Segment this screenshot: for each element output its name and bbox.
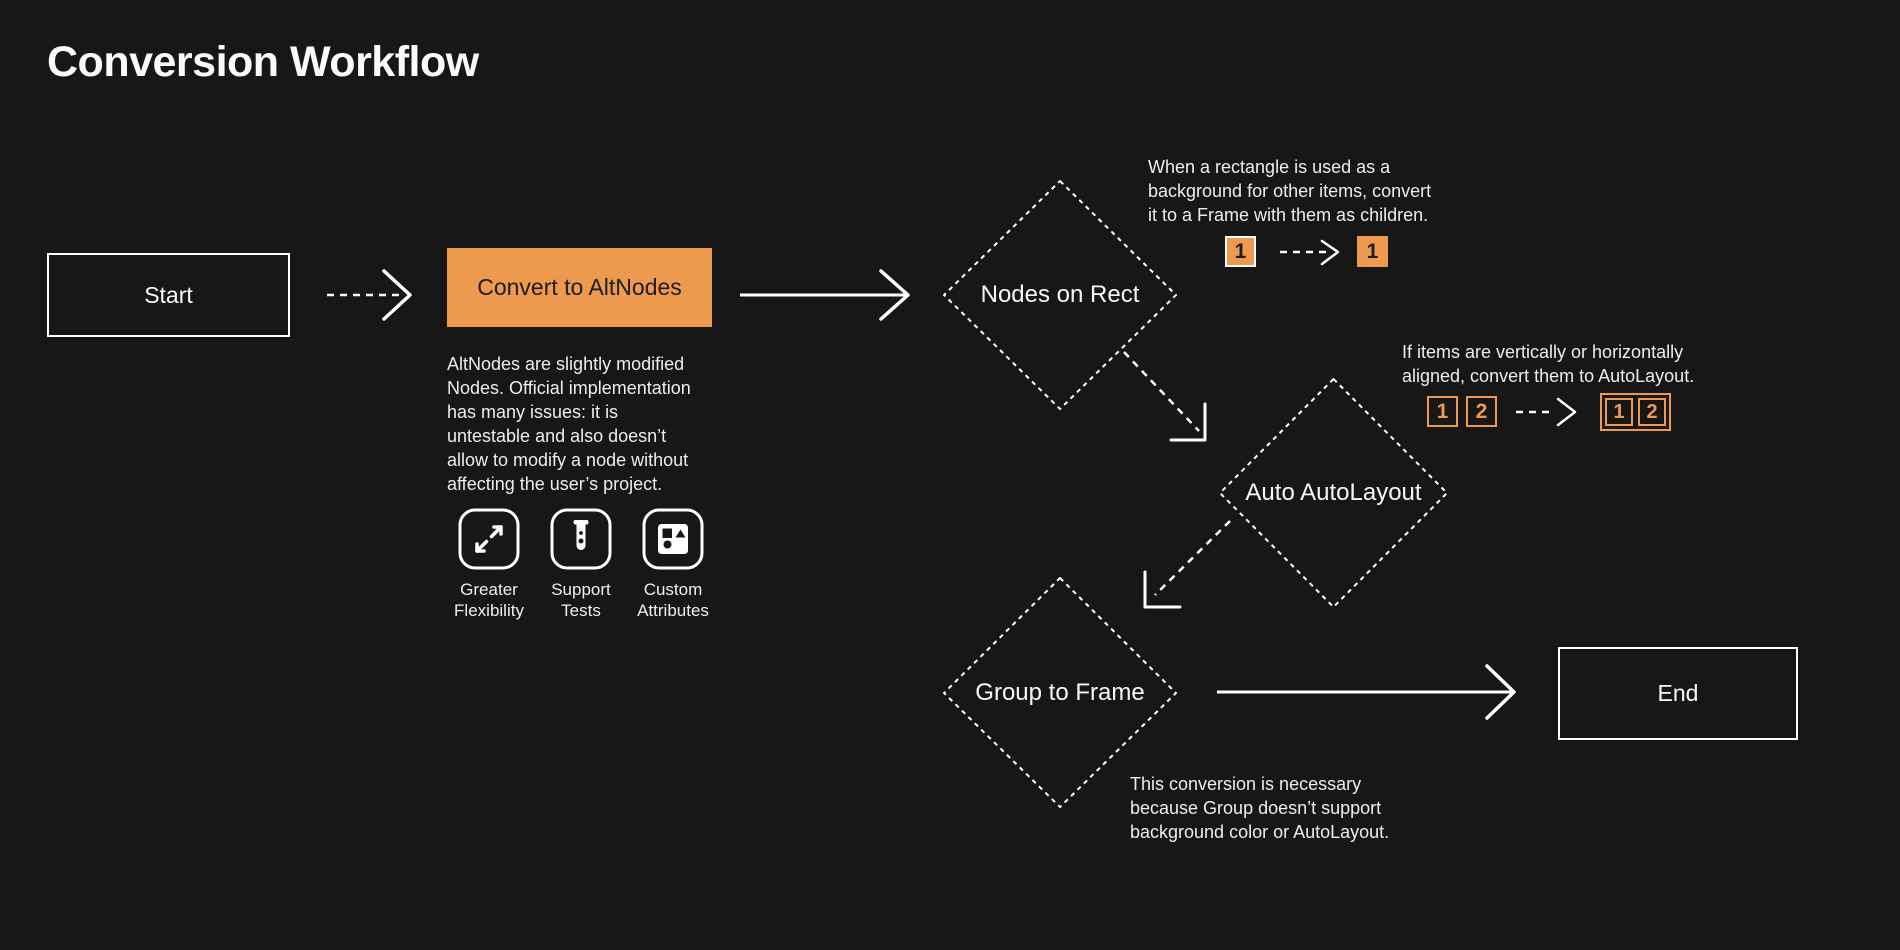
note-line: it to a Frame with them as children. <box>1148 205 1429 225</box>
auto-autolayout-node: Auto AutoLayout <box>1219 378 1448 608</box>
item-after-box-1: 1 <box>1605 398 1633 426</box>
feature-support-tests: Support Tests <box>536 508 626 621</box>
arrow-start-to-convert <box>327 269 412 321</box>
feature-label-line: Custom <box>643 580 703 599</box>
group-to-frame-label: Group to Frame <box>975 678 1145 706</box>
autolayout-group-box: 1 2 <box>1600 393 1671 431</box>
arrow-nodes-on-rect-to-auto-autolayout <box>1123 351 1207 442</box>
item-after-box-2: 2 <box>1638 398 1666 426</box>
feature-list: Greater Flexibility Support Tests <box>444 508 718 621</box>
feature-custom-attributes: Custom Attributes <box>628 508 718 621</box>
description-line: affecting the user’s project. <box>447 474 663 494</box>
expand-icon <box>458 508 520 570</box>
item-before-box-1: 1 <box>1427 396 1458 427</box>
convert-node-label: Convert to AltNodes <box>477 274 682 300</box>
arrow-rect-example <box>1280 239 1340 266</box>
feature-label: Custom Attributes <box>637 579 709 621</box>
arrow-autolayout-example <box>1516 397 1577 427</box>
nodes-on-rect-label: Nodes on Rect <box>980 281 1140 308</box>
feature-label-line: Flexibility <box>454 601 524 620</box>
end-node: End <box>1558 647 1798 740</box>
altnodes-description: AltNodes are slightly modified Nodes. Of… <box>447 352 737 496</box>
note-line: This conversion is necessary <box>1130 774 1362 794</box>
description-line: AltNodes are slightly modified <box>447 354 685 374</box>
nodes-on-rect-note: When a rectangle is used as a background… <box>1148 155 1488 227</box>
note-line: background for other items, convert <box>1148 181 1432 201</box>
feature-label-line: Tests <box>561 601 601 620</box>
frame-after-box: 1 <box>1357 236 1388 267</box>
start-node-label: Start <box>144 281 193 308</box>
nodes-on-rect-node: Nodes on Rect <box>943 180 1177 410</box>
rect-before-box: 1 <box>1225 236 1256 267</box>
diamond-border <box>943 180 1177 410</box>
page-title: Conversion Workflow <box>47 38 479 86</box>
group-to-frame-note: This conversion is necessary because Gro… <box>1130 772 1430 844</box>
description-line: Nodes. Official implementation <box>447 378 691 398</box>
feature-label-line: Greater <box>460 580 518 599</box>
arrow-group-to-frame-to-end <box>1217 664 1516 720</box>
convert-to-altnodes-node: Convert to AltNodes <box>447 248 712 327</box>
end-node-label: End <box>1657 680 1699 706</box>
diamond-border <box>943 577 1177 808</box>
description-line: has many issues: it is <box>447 402 619 422</box>
note-line: aligned, convert them to AutoLayout. <box>1402 366 1695 386</box>
group-to-frame-node: Group to Frame <box>943 577 1177 808</box>
note-line: because Group doesn’t support <box>1130 798 1382 818</box>
arrow-convert-to-nodes-on-rect <box>740 269 910 321</box>
note-line: If items are vertically or horizontally <box>1402 342 1684 362</box>
feature-label-line: Attributes <box>637 601 709 620</box>
description-line: untestable and also doesn’t <box>447 426 667 446</box>
feature-label-line: Support <box>551 580 611 599</box>
arrow-auto-autolayout-to-group-to-frame <box>1143 520 1231 609</box>
note-line: background color or AutoLayout. <box>1130 822 1390 842</box>
auto-autolayout-label: Auto AutoLayout <box>1245 479 1422 506</box>
note-line: When a rectangle is used as a <box>1148 157 1391 177</box>
start-node: Start <box>47 253 290 337</box>
feature-label: Support Tests <box>551 579 611 621</box>
feature-greater-flexibility: Greater Flexibility <box>444 508 534 621</box>
auto-autolayout-note: If items are vertically or horizontally … <box>1402 340 1732 388</box>
item-before-box-2: 2 <box>1466 396 1497 427</box>
description-line: allow to modify a node without <box>447 450 689 470</box>
test-tube-icon <box>550 508 612 570</box>
shapes-icon <box>642 508 704 570</box>
feature-label: Greater Flexibility <box>454 579 524 621</box>
